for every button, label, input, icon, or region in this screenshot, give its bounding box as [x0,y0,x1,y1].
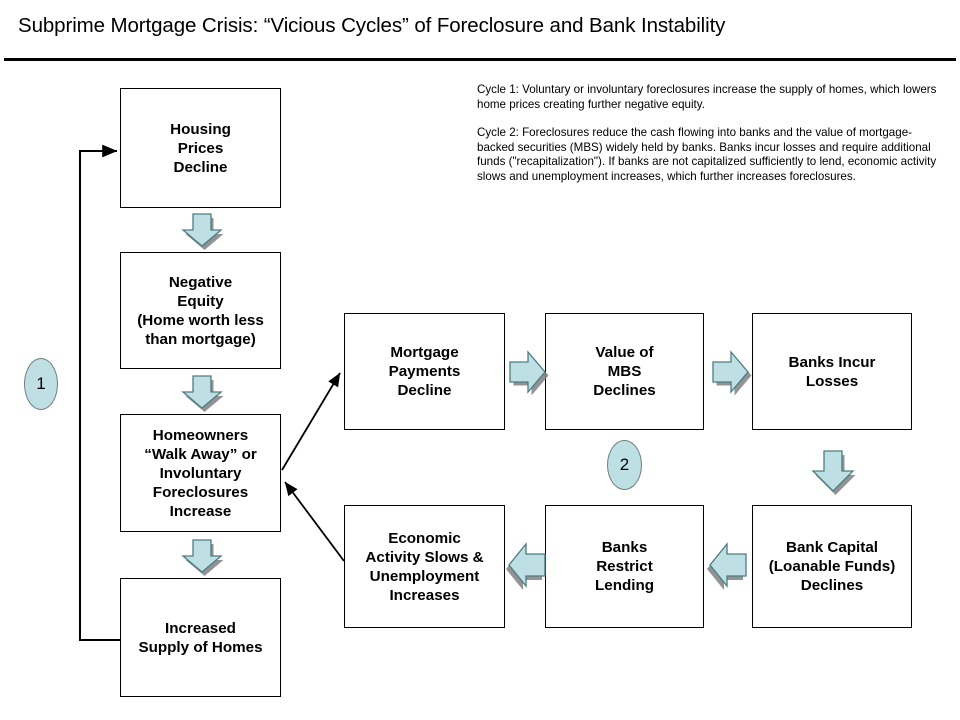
edge-increased-supply-to-housing-prices [79,144,120,641]
block-arrow-down-negative-equity-to-homeowners [181,375,224,412]
cycle-2-marker-label: 2 [619,455,630,474]
cycle-1-marker[interactable]: 1 [24,358,58,410]
edge-economic-activity-to-homeowners [284,481,345,562]
cycle-1-marker-label: 1 [36,374,46,393]
node-bank-capital-declines[interactable]: Bank Capital(Loanable Funds)Declines [752,505,912,628]
block-arrow-down-housing-to-negative-equity [181,213,224,250]
title-divider [4,58,956,61]
block-arrow-down-homeowners-to-increased-supply [181,539,224,576]
cycle-1-note: Cycle 1: Voluntary or involuntary forecl… [477,83,937,111]
block-arrow-left-banks-restrict-to-economic-activity [506,542,546,590]
page-title: Subprime Mortgage Crisis: “Vicious Cycle… [18,14,726,37]
cycle-explanation-notes: Cycle 1: Voluntary or involuntary forecl… [477,83,947,185]
block-arrow-left-bank-capital-to-banks-restrict [707,542,747,590]
block-arrow-right-mbs-to-banks-losses [712,350,752,396]
block-arrow-right-mortgage-to-mbs [509,350,549,396]
block-arrow-down-banks-losses-to-bank-capital [811,450,856,495]
node-bank-capital-declines-label: Bank Capital(Loanable Funds)Declines [768,539,896,594]
edge-homeowners-to-mortgage-payments [281,372,341,471]
cycle-2-note: Cycle 2: Foreclosures reduce the cash fl… [477,126,937,183]
note-spacer [477,112,947,126]
cycle-2-marker[interactable]: 2 [607,440,642,490]
